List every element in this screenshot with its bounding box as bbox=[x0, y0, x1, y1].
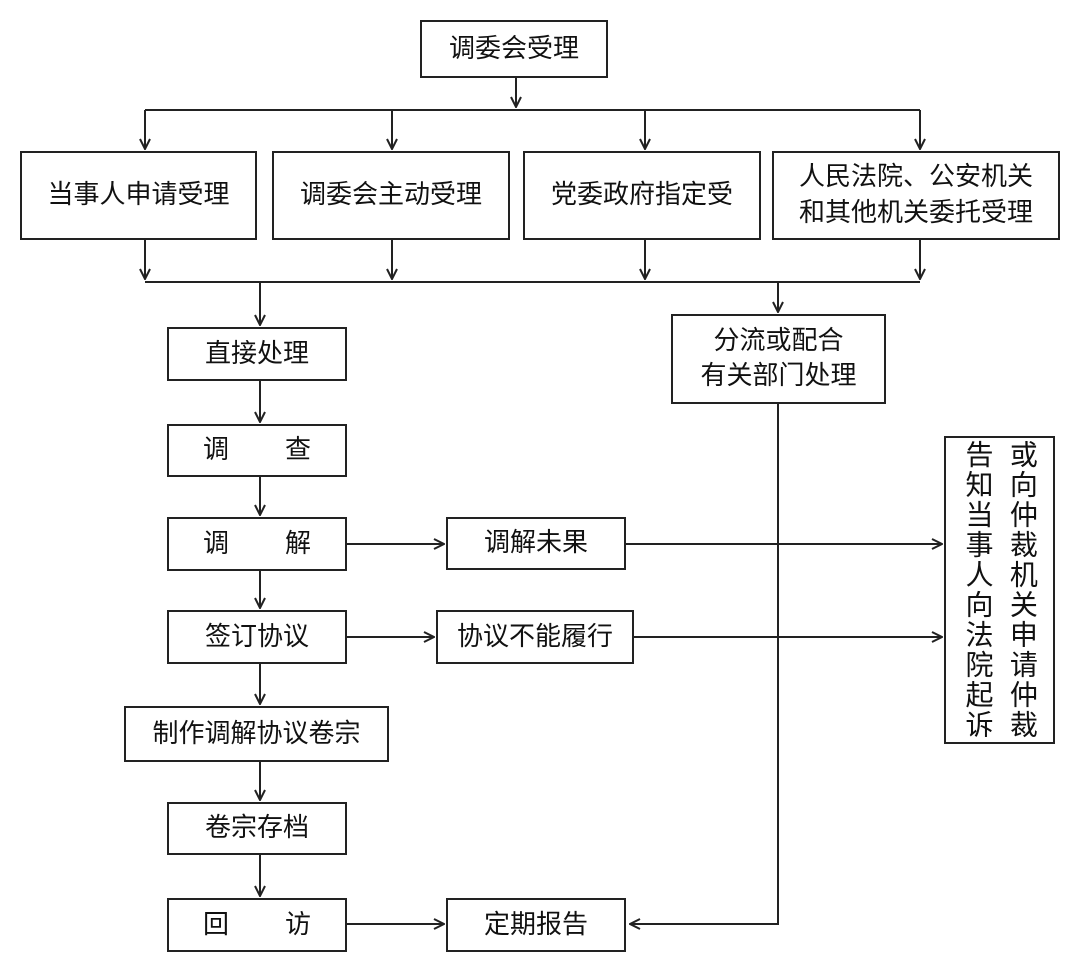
party-request-label: 当事人申请受理 bbox=[47, 180, 230, 211]
mediate-char-1: 调 bbox=[203, 528, 230, 559]
court-police-line2: 和其他机关委托受理 bbox=[798, 197, 1033, 228]
report-box: 定期报告 bbox=[446, 898, 626, 952]
divert-box: 分流或配合 有关部门处理 bbox=[671, 314, 886, 404]
notify-line-1: 或向仲裁机关申请仲裁 bbox=[1005, 440, 1039, 740]
court-police-line1: 人民法院、公安机关 bbox=[798, 162, 1033, 193]
direct-label: 直接处理 bbox=[204, 338, 309, 369]
mediate-box: 调 解 bbox=[167, 517, 347, 571]
revisit-char-1: 回 bbox=[203, 909, 230, 940]
revisit-char-2: 访 bbox=[284, 909, 311, 940]
mediation-failed-box: 调解未果 bbox=[446, 517, 626, 570]
make-file-box: 制作调解协议卷宗 bbox=[124, 706, 389, 762]
divert-line2: 有关部门处理 bbox=[700, 361, 857, 391]
court-police-box: 人民法院、公安机关 和其他机关委托受理 bbox=[772, 151, 1060, 240]
sign-label: 签订协议 bbox=[204, 621, 309, 652]
notify-box: 或向仲裁机关申请仲裁 告知当事人向法院起诉 bbox=[944, 436, 1055, 744]
accept-box: 调委会受理 bbox=[420, 20, 608, 78]
connector-divert-to-report bbox=[630, 404, 779, 924]
mediate-char-2: 解 bbox=[284, 528, 311, 559]
mediation-failed-label: 调解未果 bbox=[483, 528, 588, 559]
cannot-fulfill-label: 协议不能履行 bbox=[456, 621, 613, 652]
investigate-box: 调 查 bbox=[167, 424, 347, 477]
cannot-fulfill-box: 协议不能履行 bbox=[436, 610, 634, 664]
investigate-char-1: 调 bbox=[203, 435, 230, 466]
direct-box: 直接处理 bbox=[167, 327, 347, 381]
make-file-label: 制作调解协议卷宗 bbox=[152, 718, 361, 749]
notify-line-2: 告知当事人向法院起诉 bbox=[961, 440, 995, 740]
party-request-box: 当事人申请受理 bbox=[20, 151, 257, 240]
archive-box: 卷宗存档 bbox=[167, 802, 347, 855]
divert-line1: 分流或配合 bbox=[713, 325, 844, 356]
notify-text: 或向仲裁机关申请仲裁 告知当事人向法院起诉 bbox=[955, 440, 1044, 740]
sign-box: 签订协议 bbox=[167, 610, 347, 664]
party-gov-label: 党委政府指定受 bbox=[550, 180, 733, 211]
party-gov-box: 党委政府指定受 bbox=[523, 151, 761, 240]
accept-label: 调委会受理 bbox=[448, 33, 579, 64]
initiative-label: 调委会主动受理 bbox=[299, 180, 482, 211]
initiative-box: 调委会主动受理 bbox=[272, 151, 510, 240]
report-label: 定期报告 bbox=[483, 909, 588, 940]
investigate-char-2: 查 bbox=[284, 435, 311, 466]
revisit-box: 回 访 bbox=[167, 898, 347, 952]
archive-label: 卷宗存档 bbox=[204, 813, 309, 844]
